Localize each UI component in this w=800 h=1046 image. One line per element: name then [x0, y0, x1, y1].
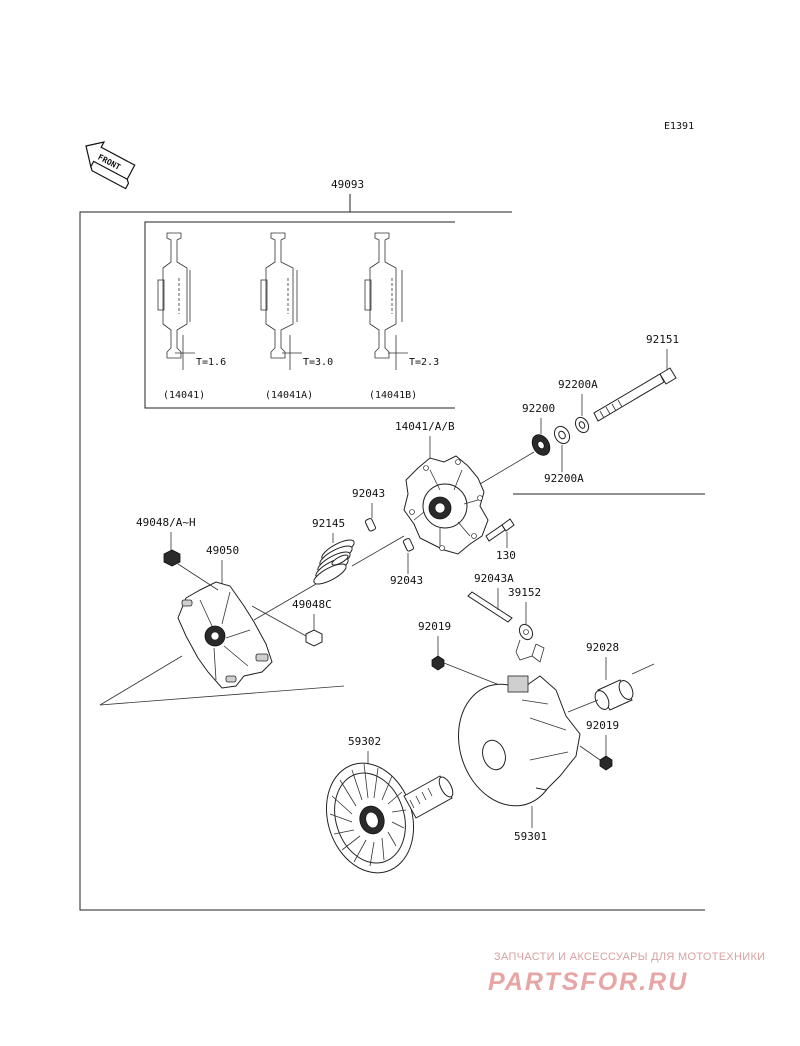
label-130: 130 [496, 549, 516, 562]
axis-line-left-lower [99, 685, 345, 706]
label-49048C: 49048C [292, 598, 332, 611]
label-92200A-bottom: 92200A [544, 472, 584, 485]
axis-line-left-upper [99, 655, 183, 706]
diagram-id: E1391 [664, 121, 694, 132]
fixed-sheave-59301 [457, 675, 581, 807]
label-92043-bottom: 92043 [390, 574, 423, 587]
variant-3-thickness: T=2.3 [409, 357, 439, 368]
label-59301: 59301 [514, 830, 547, 843]
label-92043A: 92043A [474, 572, 514, 585]
line-nut-sheave-right [579, 745, 601, 761]
assembly-number: 49093 [331, 178, 364, 191]
label-49050: 49050 [206, 544, 239, 557]
label-92019-right: 92019 [586, 719, 619, 732]
axis-line-spring [351, 535, 405, 567]
label-92151: 92151 [646, 333, 679, 346]
variant-1-part: (14041) [163, 390, 205, 401]
label-92145: 92145 [312, 517, 345, 530]
label-92028: 92028 [586, 641, 619, 654]
line-sheave-weight [251, 605, 307, 637]
nut-92019-right [599, 755, 613, 771]
label-92043-top: 92043 [352, 487, 385, 500]
bearing-92200 [531, 434, 551, 456]
variant-14041A: T=3.0 (14041A) [260, 232, 333, 401]
front-arrow-icon: FRONT [85, 141, 136, 190]
label-39152: 39152 [508, 586, 541, 599]
bushing-92028 [594, 679, 634, 711]
assembly-frame [79, 211, 705, 911]
variant-14041B: T=2.3 (14041B) [364, 232, 439, 401]
variant-inset-frame [144, 221, 455, 409]
variant-2-part: (14041A) [265, 390, 313, 401]
bolt-130 [485, 518, 515, 542]
axis-line-bushing-left [567, 699, 599, 713]
label-14041AB: 14041/A/B [395, 420, 455, 433]
watermark-brand: PARTSFOR.RU [488, 968, 688, 996]
variant-1-thickness: T=1.6 [196, 357, 226, 368]
label-92019-left: 92019 [418, 620, 451, 633]
pin-92043-bottom [402, 538, 415, 552]
washer-92200A-bottom [553, 425, 571, 445]
label-59302: 59302 [348, 735, 381, 748]
nut-92019-left [431, 655, 445, 671]
spider-14041 [403, 455, 489, 555]
bolt-92151 [593, 367, 677, 422]
spring-92145 [313, 539, 355, 585]
label-92200A-top: 92200A [558, 378, 598, 391]
weight-49048C [305, 629, 323, 647]
variant-3-part: (14041B) [369, 390, 417, 401]
watermark: ЗАПЧАСТИ И АКСЕССУАРЫ ДЛЯ МОТОТЕХНИКИ PA… [488, 951, 765, 996]
weight-49048 [163, 549, 181, 567]
variant-14041: T=1.6 (14041) [157, 232, 226, 401]
fan-sheave-59302 [325, 762, 454, 874]
axis-line-bushing-right [631, 663, 655, 675]
variant-2-thickness: T=3.0 [303, 357, 333, 368]
axis-line-spring-lower [253, 583, 317, 621]
sheave-49050 [177, 581, 273, 689]
shaft-92043A [467, 591, 513, 623]
roller-39152 [515, 623, 545, 663]
label-49048AH: 49048/A~H [136, 516, 196, 529]
label-92200: 92200 [522, 402, 555, 415]
axis-line-upper [479, 451, 535, 485]
washer-92200A-top [574, 416, 590, 434]
line-weight-sheave [177, 563, 219, 591]
pin-92043-top [364, 518, 377, 532]
watermark-tagline: ЗАПЧАСТИ И АКСЕССУАРЫ ДЛЯ МОТОТЕХНИКИ [494, 951, 765, 963]
